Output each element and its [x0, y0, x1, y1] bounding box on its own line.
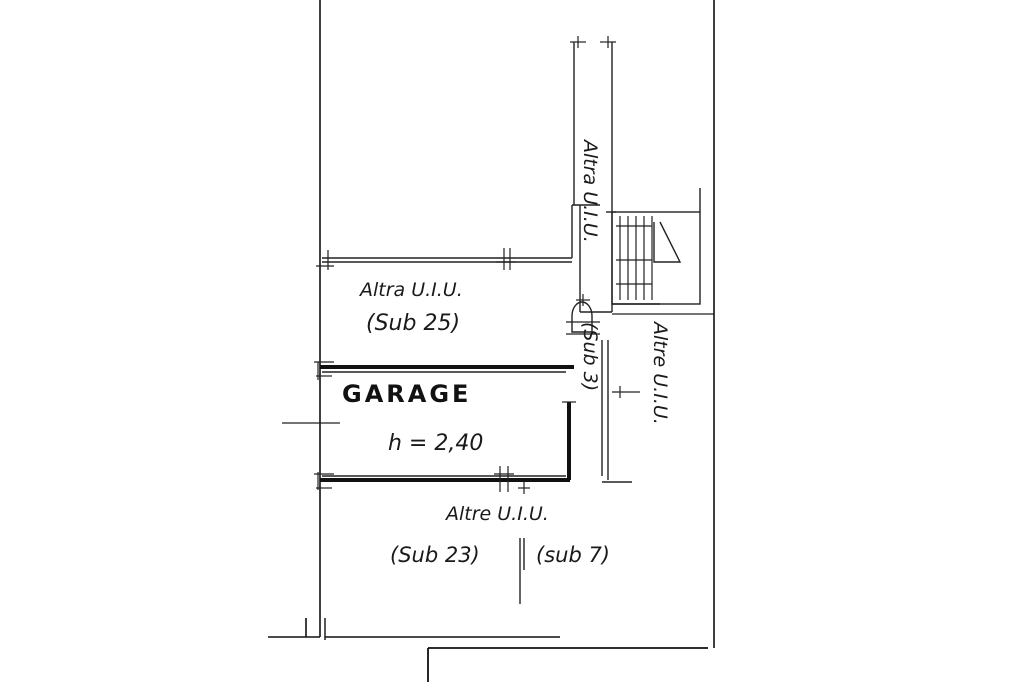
sub25-walls	[316, 248, 572, 270]
label-sub7: (sub 7)	[536, 543, 610, 567]
label-sub25-caption: Altra U.I.U.	[358, 279, 463, 301]
staircase	[606, 188, 714, 315]
label-sub3: (Sub 3)	[579, 322, 601, 391]
garage-walls	[282, 361, 576, 494]
bottom-divider	[519, 538, 525, 604]
label-garage: GARAGE	[342, 380, 471, 408]
label-right-unit: Altre U.I.U.	[649, 320, 671, 425]
outer-boundary	[268, 0, 715, 682]
label-sub25: (Sub 25)	[366, 311, 460, 336]
label-sub23: (Sub 23)	[390, 543, 480, 567]
label-bottom-unit: Altre U.I.U.	[444, 503, 549, 525]
label-height: h = 2,40	[388, 431, 483, 456]
label-top-unit: Altra U.I.U.	[579, 138, 601, 243]
sub3-passage	[566, 301, 640, 483]
